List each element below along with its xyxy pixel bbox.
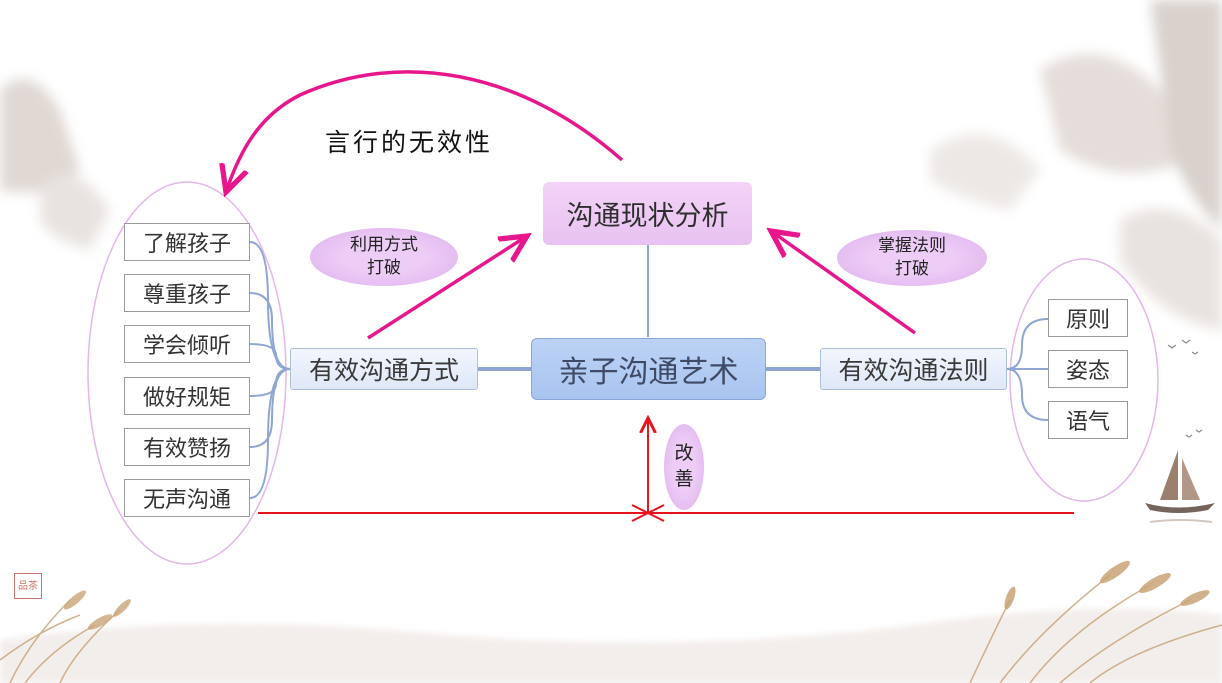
- right-leaf-node[interactable]: 姿态: [1048, 350, 1128, 388]
- center-node[interactable]: 亲子沟通艺术: [531, 338, 766, 400]
- top-node[interactable]: 沟通现状分析: [543, 182, 752, 245]
- left-leaf-node[interactable]: 无声沟通: [124, 479, 250, 517]
- right-group-ellipse: [1009, 258, 1159, 502]
- right-pill-line1: 掌握法则: [878, 236, 946, 257]
- right-pill-line2: 打破: [895, 259, 929, 279]
- bottom-pill-line2: 善: [674, 468, 694, 490]
- left-leaf-node[interactable]: 学会倾听: [124, 325, 250, 363]
- left-leaf-connectors: [249, 241, 291, 499]
- left-leaf-node[interactable]: 了解孩子: [124, 223, 250, 261]
- left-group-ellipse: [87, 181, 287, 565]
- arc-label: 言行的无效性: [325, 128, 494, 157]
- right-pill: 掌握法则 打破: [837, 230, 987, 286]
- bottom-pill: 改 善: [664, 424, 704, 510]
- left-leaf-node[interactable]: 尊重孩子: [124, 274, 250, 312]
- right-diagonal-arrow: [771, 231, 917, 335]
- right-leaf-connectors: [1006, 318, 1049, 421]
- left-leaf-node[interactable]: 做好规矩: [124, 377, 250, 415]
- bottom-pill-line1: 改: [674, 442, 694, 465]
- right-branch-node[interactable]: 有效沟通法则: [820, 348, 1007, 390]
- left-branch-node[interactable]: 有效沟通方式: [290, 348, 478, 390]
- left-pill: 利用方式 打破: [310, 228, 458, 286]
- seal-stamp: 品茶: [14, 573, 42, 599]
- right-leaf-node[interactable]: 原则: [1048, 299, 1128, 337]
- left-pill-line1: 利用方式: [350, 235, 418, 256]
- arc-arrow: [226, 70, 624, 192]
- left-pill-line2: 打破: [367, 258, 401, 278]
- left-leaf-node[interactable]: 有效赞扬: [124, 428, 250, 466]
- left-diagonal-arrow: [367, 236, 527, 340]
- right-leaf-node[interactable]: 语气: [1048, 401, 1128, 439]
